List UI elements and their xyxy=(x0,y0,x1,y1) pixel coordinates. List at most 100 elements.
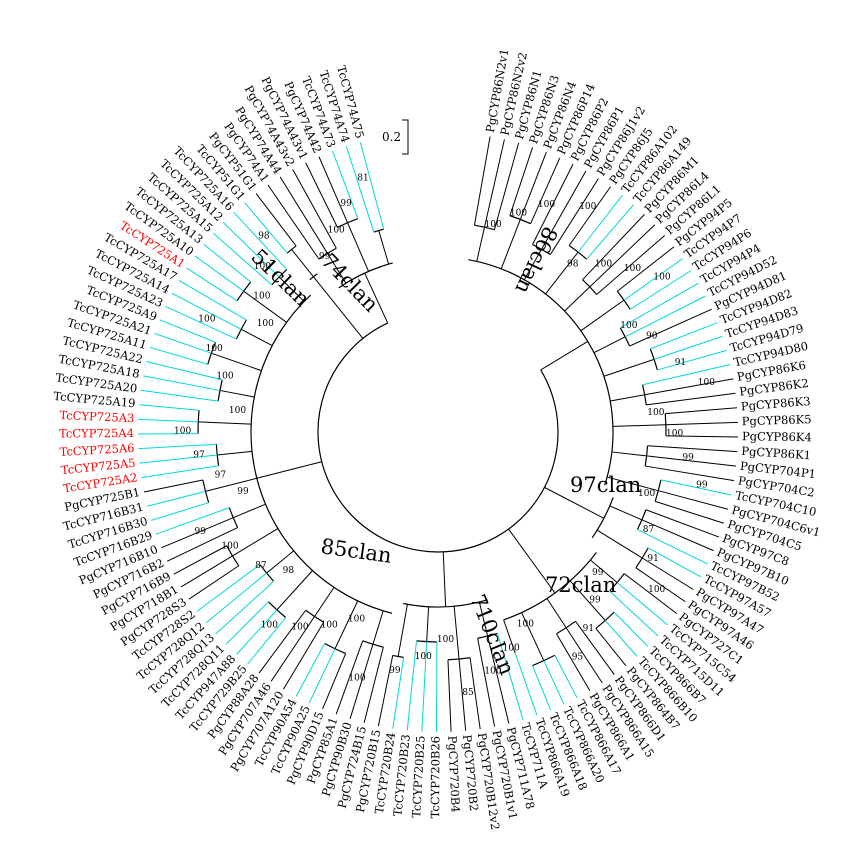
bootstrap-value: 99 xyxy=(319,252,331,262)
leaf-branch xyxy=(589,224,656,288)
bootstrap-value: 98 xyxy=(567,259,579,269)
leaf-label: PgCYP86K4 xyxy=(742,429,812,444)
bootstrap-value: 91 xyxy=(583,624,594,634)
leaf-branch xyxy=(167,527,238,562)
bootstrap-value: 100 xyxy=(206,344,223,354)
bootstrap-value: 100 xyxy=(484,667,501,677)
bootstrap-value: 100 xyxy=(291,623,308,633)
clan-label-74: 74clan xyxy=(316,249,383,317)
leaf-branch xyxy=(139,404,200,411)
leaf-branch xyxy=(609,590,659,637)
subclade-arc xyxy=(202,479,210,503)
leaf-branch xyxy=(236,609,278,655)
subclade-stem xyxy=(327,253,347,284)
leaf-label: PgCYP86K5 xyxy=(742,412,812,428)
leaf-branch xyxy=(173,545,227,575)
leaf-branch xyxy=(140,389,219,402)
leaf-branch xyxy=(345,146,375,233)
subclade-arc xyxy=(635,547,649,569)
bootstrap-value: 100 xyxy=(348,673,365,683)
subclade-arc xyxy=(649,348,658,371)
clan-stem xyxy=(544,486,605,519)
leaf-branch xyxy=(641,519,714,552)
bootstrap-value: 100 xyxy=(328,226,345,236)
leaf-branch xyxy=(577,195,623,253)
subclade-arc xyxy=(654,479,662,502)
leaf-branch xyxy=(554,655,578,699)
bootstrap-value: 98 xyxy=(258,232,270,242)
subclade-stem xyxy=(278,276,305,302)
leaf-branch xyxy=(143,375,221,391)
leaf-branch xyxy=(665,421,738,426)
bootstrap-value: 99 xyxy=(340,199,352,209)
subclade-arc xyxy=(616,290,631,310)
leaf-branch xyxy=(146,361,223,381)
bootstrap-value: 100 xyxy=(595,260,612,270)
leaf-label: TcCYP725A6 xyxy=(59,441,135,459)
clan-label-97: 97clan xyxy=(570,473,641,497)
leaf-branch xyxy=(180,555,233,588)
bootstrap-value: 99 xyxy=(389,666,401,676)
bootstrap-value: 97 xyxy=(193,451,205,461)
subclade-stem xyxy=(545,251,579,295)
leaf-branch xyxy=(637,529,708,565)
leaf-branch xyxy=(617,246,675,292)
leaf-branch xyxy=(178,280,247,321)
bootstrap-value: 100 xyxy=(638,489,655,499)
bootstrap-value: 100 xyxy=(579,202,596,212)
leaf-branch xyxy=(155,507,230,535)
leaf-branch xyxy=(604,620,638,657)
leaf-branch xyxy=(197,564,261,612)
scale-bar-label: 0.2 xyxy=(382,130,401,144)
bootstrap-value: 100 xyxy=(517,620,534,630)
subclade-stem xyxy=(426,606,430,642)
leaf-branch xyxy=(624,295,706,338)
subclade-stem xyxy=(233,503,266,519)
subclade-arc xyxy=(228,507,239,528)
leaf-branch xyxy=(363,647,384,723)
leaf-branch xyxy=(225,601,269,645)
bootstrap-value: 99 xyxy=(696,481,708,491)
bootstrap-value: 91 xyxy=(675,358,686,368)
bootstrap-value: 100 xyxy=(253,291,270,301)
subclade-arc xyxy=(236,281,252,302)
leaf-branch xyxy=(171,292,242,330)
subclade-stem xyxy=(397,604,408,657)
leaf-branch xyxy=(642,557,694,590)
leaf-branch xyxy=(650,322,718,350)
leaf-branch xyxy=(616,582,668,626)
bootstrap-value: 100 xyxy=(538,200,555,210)
bootstrap-value: 90 xyxy=(646,332,658,342)
subclade-arc xyxy=(619,327,631,347)
leaf-branch xyxy=(629,308,712,347)
clan-stem xyxy=(540,341,589,371)
leaf-branch xyxy=(295,643,325,697)
leaf-label: TcCYP725A4 xyxy=(59,426,134,441)
subclade-stem xyxy=(611,451,647,457)
bootstrap-value: 100 xyxy=(437,635,454,645)
subclade-stem xyxy=(523,249,542,280)
leaf-branch xyxy=(138,418,199,423)
subclade-stem xyxy=(372,610,384,645)
leaf-branch xyxy=(150,346,208,365)
leaf-branch xyxy=(647,547,701,578)
leaf-branch xyxy=(279,176,328,254)
leaf-branch xyxy=(646,455,737,467)
tree-branches xyxy=(138,136,738,732)
subclade-stem xyxy=(500,219,521,269)
clan-arc xyxy=(403,599,488,608)
subclade-stem xyxy=(291,249,314,278)
leaf-branch xyxy=(322,653,347,710)
clan-label-85: 85clan xyxy=(319,534,393,568)
leaf-branch xyxy=(377,655,394,727)
clan-stem xyxy=(256,461,322,479)
subclade-stem xyxy=(198,421,252,425)
subclade-stem xyxy=(564,286,591,312)
leaf-label: TcCYP720B25 xyxy=(409,735,427,818)
bootstrap-value: 100 xyxy=(510,209,527,219)
leaf-branch xyxy=(186,267,238,302)
leaf-branch xyxy=(244,202,288,254)
subclade-arc xyxy=(609,573,625,592)
subclade-stem xyxy=(378,230,390,265)
